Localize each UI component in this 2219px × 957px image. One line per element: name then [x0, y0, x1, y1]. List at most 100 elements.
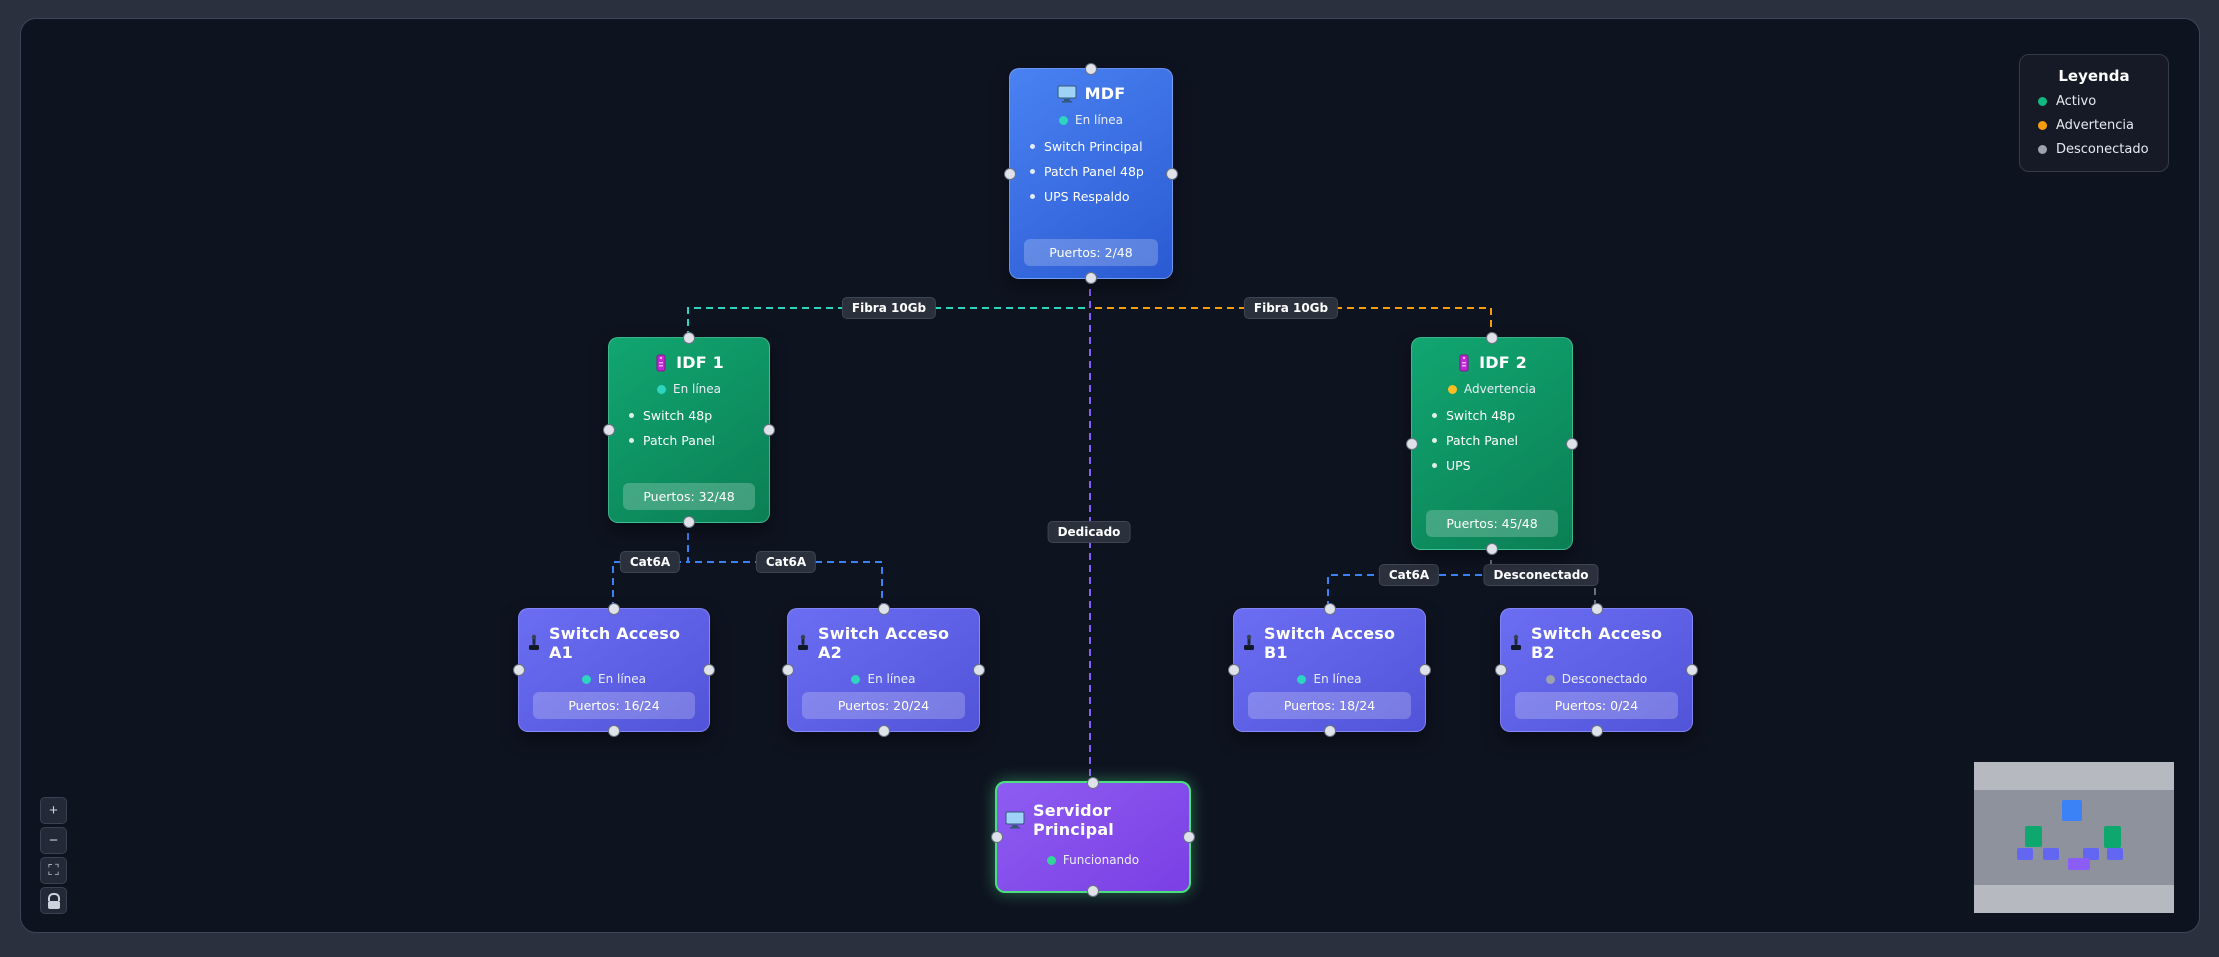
edge-label-dedicado[interactable]: Dedicado — [1047, 521, 1131, 543]
ports-badge: Puertos: 32/48 — [623, 483, 755, 510]
handle-top[interactable] — [683, 332, 695, 344]
handle-left[interactable] — [1406, 437, 1418, 450]
handle-right[interactable] — [703, 664, 715, 676]
edge-label-fibra-left[interactable]: Fibra 10Gb — [841, 297, 937, 319]
bullet-icon — [1030, 194, 1035, 199]
handle-bottom[interactable] — [1323, 725, 1336, 737]
edge-label-desconectado[interactable]: Desconectado — [1483, 564, 1599, 586]
zoom-in-button[interactable]: + — [40, 797, 67, 824]
minimap-node-sw-a1 — [2017, 848, 2033, 860]
legend-item-activo: Activo — [2038, 94, 2150, 109]
node-item-list: Switch Principal Patch Panel 48p UPS Res… — [1010, 139, 1172, 204]
node-switch-a1[interactable]: Switch Acceso A1 En línea Puertos: 16/24 — [513, 603, 715, 737]
handle-right[interactable] — [763, 424, 775, 436]
node-status: En línea — [519, 672, 709, 686]
node-switch-b1[interactable]: Switch Acceso B1 En línea Puertos: 18/24 — [1228, 603, 1431, 737]
status-label: Funcionando — [1062, 853, 1140, 867]
status-dot — [1058, 115, 1068, 125]
handle-right[interactable] — [1686, 664, 1698, 676]
handle-bottom[interactable] — [1590, 725, 1603, 737]
node-switch-b2[interactable]: Switch Acceso B2 Desconectado Puertos: 0… — [1495, 603, 1698, 737]
handle-bottom[interactable] — [1085, 272, 1097, 284]
edge-label-cat6a-a2[interactable]: Cat6A — [755, 551, 817, 573]
legend-dot-advertencia — [2038, 121, 2047, 130]
node-mdf[interactable]: MDF En línea Switch Principal Patch Pane… — [1004, 63, 1178, 284]
handle-top[interactable] — [1590, 603, 1603, 615]
status-dot — [851, 674, 861, 684]
handle-top[interactable] — [1085, 63, 1097, 75]
node-header: Switch Acceso B2 — [1501, 609, 1692, 662]
node-title: Servidor Principal — [1033, 801, 1114, 839]
edge-label-cat6a-a1[interactable]: Cat6A — [619, 551, 681, 573]
node-title: Switch Acceso A1 — [549, 624, 681, 662]
handle-left[interactable] — [991, 831, 1003, 843]
minimap-node-sw-b2 — [2107, 848, 2123, 860]
handle-right[interactable] — [1419, 664, 1431, 676]
node-item: Switch Principal — [1030, 139, 1164, 154]
handle-bottom[interactable] — [877, 725, 890, 737]
rack-icon — [1457, 354, 1471, 372]
minimap[interactable] — [1974, 762, 2174, 913]
zoom-out-button[interactable]: − — [40, 827, 67, 854]
edge-label-fibra-right[interactable]: Fibra 10Gb — [1243, 297, 1339, 319]
handle-top[interactable] — [1323, 603, 1336, 615]
handle-top[interactable] — [608, 603, 620, 615]
node-status: Funcionando — [997, 853, 1189, 867]
ports-badge: Puertos: 16/24 — [533, 692, 695, 719]
handle-left[interactable] — [603, 424, 615, 436]
canvas-controls: + − ⛶ — [40, 797, 67, 914]
ports-badge: Puertos: 20/24 — [802, 692, 965, 719]
node-status: En línea — [1234, 672, 1425, 686]
bullet-icon — [1432, 463, 1437, 468]
handle-top[interactable] — [877, 603, 890, 615]
handle-right[interactable] — [973, 664, 985, 676]
handle-right[interactable] — [1183, 831, 1195, 843]
fit-view-button[interactable]: ⛶ — [40, 857, 67, 884]
lock-button[interactable] — [40, 887, 67, 914]
status-label: Advertencia — [1463, 382, 1536, 396]
node-item: UPS — [1432, 458, 1564, 473]
node-idf1[interactable]: IDF 1 En línea Switch 48p Patch Panel Pu… — [603, 332, 775, 528]
legend-label: Advertencia — [2056, 118, 2135, 133]
node-idf2[interactable]: IDF 2 Advertencia Switch 48p Patch Panel… — [1406, 332, 1578, 555]
node-title: IDF 1 — [676, 353, 724, 372]
status-dot — [1447, 384, 1457, 394]
status-label: En línea — [867, 672, 916, 686]
status-label: Desconectado — [1561, 672, 1648, 686]
minimap-node-sw-b1 — [2083, 848, 2099, 860]
node-header: Switch Acceso A1 — [519, 609, 709, 662]
node-item: Patch Panel — [1432, 433, 1564, 448]
handle-left[interactable] — [513, 664, 525, 676]
handle-bottom[interactable] — [1486, 543, 1498, 555]
switch-icon — [1509, 634, 1523, 652]
handle-bottom[interactable] — [683, 516, 695, 528]
status-dot — [1046, 855, 1056, 865]
node-item: Patch Panel 48p — [1030, 164, 1164, 179]
status-label: En línea — [1074, 113, 1123, 127]
legend-panel: Leyenda Activo Advertencia Desconectado — [2019, 54, 2169, 172]
node-status: En línea — [1010, 113, 1172, 127]
status-label: En línea — [672, 382, 721, 396]
handle-left[interactable] — [1228, 664, 1240, 676]
handle-left[interactable] — [782, 664, 794, 676]
minimap-node-server — [2068, 858, 2090, 870]
handle-right[interactable] — [1566, 437, 1578, 450]
node-title: MDF — [1084, 84, 1126, 103]
legend-label: Desconectado — [2056, 142, 2149, 157]
status-dot — [1297, 674, 1307, 684]
bullet-icon — [1432, 438, 1437, 443]
node-switch-a2[interactable]: Switch Acceso A2 En línea Puertos: 20/24 — [782, 603, 985, 737]
handle-bottom[interactable] — [1087, 885, 1099, 897]
node-servidor-principal[interactable]: Servidor Principal Funcionando — [991, 777, 1195, 897]
node-header: Switch Acceso A2 — [788, 609, 979, 662]
edge-label-cat6a-b1[interactable]: Cat6A — [1378, 564, 1440, 586]
handle-right[interactable] — [1166, 167, 1178, 180]
node-status: En línea — [788, 672, 979, 686]
legend-label: Activo — [2056, 94, 2097, 109]
ports-badge: Puertos: 18/24 — [1248, 692, 1411, 719]
handle-top[interactable] — [1087, 777, 1099, 789]
handle-left[interactable] — [1004, 167, 1016, 180]
handle-left[interactable] — [1495, 664, 1507, 676]
handle-top[interactable] — [1486, 332, 1498, 344]
handle-bottom[interactable] — [608, 725, 620, 737]
